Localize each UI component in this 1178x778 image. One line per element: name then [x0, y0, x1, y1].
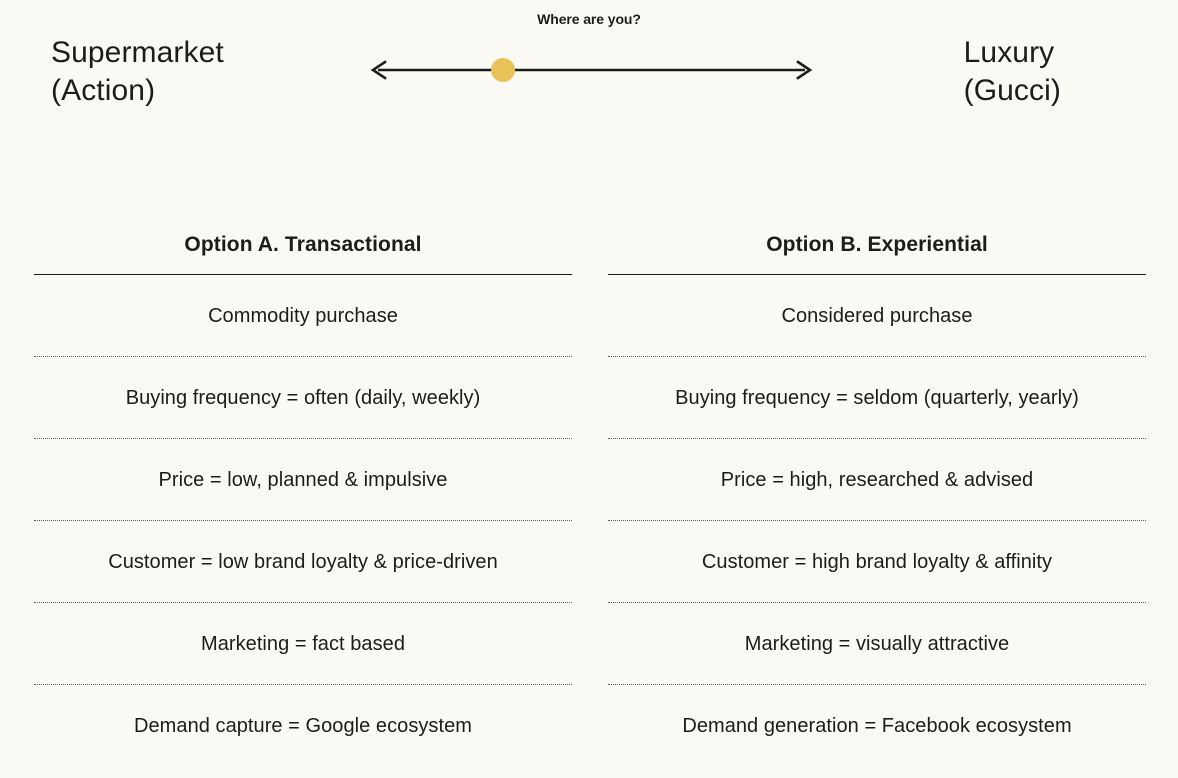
column-b-title: Option B. Experiential	[766, 233, 988, 256]
table-row: Marketing = visually attractive	[608, 603, 1146, 685]
spectrum-slider-knob[interactable]	[491, 58, 515, 82]
spectrum-left-pole-label: Supermarket (Action)	[51, 36, 224, 107]
table-row: Price = low, planned & impulsive	[34, 439, 572, 521]
comparison-column-a: Option A. Transactional Commodity purcha…	[34, 232, 572, 766]
table-row: Demand capture = Google ecosystem	[134, 714, 472, 737]
table-row: Customer = high brand loyalty & affinity	[608, 521, 1146, 603]
comparison-column-b: Option B. Experiential Considered purcha…	[608, 232, 1146, 766]
spectrum-question-label: Where are you?	[537, 11, 641, 27]
table-row: Price = high, researched & advised	[608, 439, 1146, 521]
table-row: Customer = low brand loyalty & price-dri…	[34, 521, 572, 603]
spectrum-slider[interactable]	[368, 56, 815, 84]
table-row: Commodity purchase	[34, 275, 572, 357]
spectrum-right-pole-label: Luxury (Gucci)	[963, 36, 1061, 107]
spectrum-section: Supermarket (Action) Where are you? Luxu…	[0, 0, 1178, 150]
table-row: Marketing = fact based	[34, 603, 572, 685]
column-a-header-rule	[34, 274, 572, 275]
column-a-title: Option A. Transactional	[184, 233, 422, 256]
table-row: Buying frequency = often (daily, weekly)	[34, 357, 572, 439]
double-arrow-icon	[370, 60, 813, 80]
table-row: Demand generation = Facebook ecosystem	[682, 714, 1072, 737]
column-b-header-rule	[608, 274, 1146, 275]
comparison-columns: Option A. Transactional Commodity purcha…	[0, 232, 1178, 766]
table-row: Considered purchase	[608, 275, 1146, 357]
table-row: Buying frequency = seldom (quarterly, ye…	[608, 357, 1146, 439]
